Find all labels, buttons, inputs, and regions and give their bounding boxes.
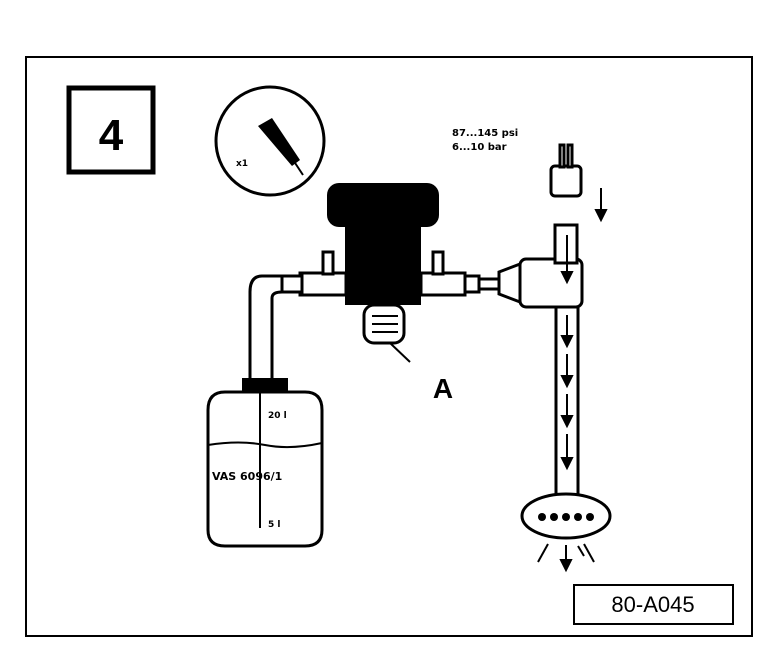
step-number-box: 4 [66, 85, 156, 175]
figure-frame [25, 56, 753, 637]
pressure-range-psi: 87...145 psi [452, 128, 518, 139]
pressure-range-bar: 6...10 bar [452, 142, 507, 153]
collection-container: VAS 6096/1 20 l 5 l [206, 378, 324, 548]
container-mark-upper: 20 l [268, 411, 287, 421]
container-mark-lower: 5 l [268, 520, 280, 530]
spray-nozzle-icon [520, 492, 612, 573]
figure-id: 80-A045 [611, 592, 694, 617]
left-pipe [248, 250, 348, 388]
step-number: 4 [99, 111, 124, 160]
pressure-regulator [327, 183, 439, 363]
t-junction [518, 143, 584, 497]
container-label: VAS 6096/1 [212, 470, 282, 483]
right-pipe [419, 250, 522, 305]
callout-a: A [433, 373, 453, 404]
gauge-scale-label: x1 [236, 159, 248, 169]
figure-id-box: 80-A045 [573, 584, 734, 625]
flow-arrow-icon [560, 188, 608, 471]
pressure-gauge-icon: x1 [214, 85, 326, 197]
